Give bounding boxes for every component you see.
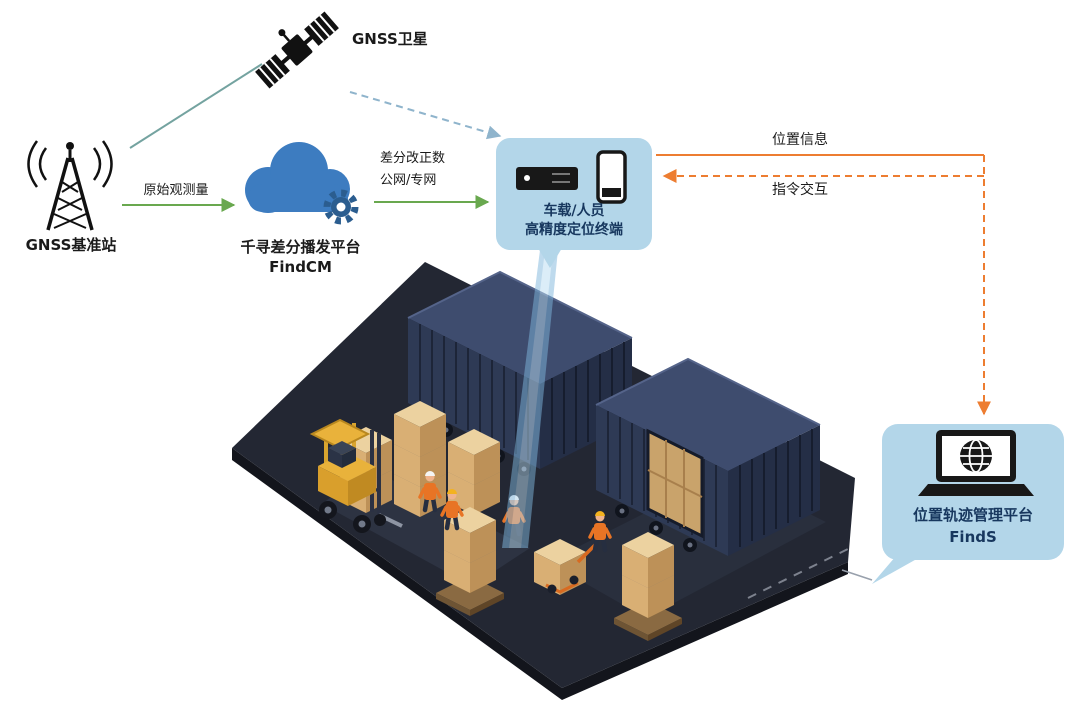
satellite-to-terminal-line (349, 91, 502, 140)
terminal-bubble (496, 138, 652, 268)
terminal-label-1: 车载/人员 (543, 203, 605, 219)
finds-pointer-line (841, 569, 873, 581)
laptop-globe-icon (918, 430, 1034, 496)
cloud-name-label: 千寻差分播发平台 (240, 238, 361, 256)
receiver-icon (516, 167, 578, 190)
cloud-icon (245, 142, 359, 225)
satellite-icon (255, 11, 339, 89)
warehouse-scene (232, 262, 855, 700)
forklift-icon (309, 418, 403, 533)
correction-label-2: 公网/专网 (380, 173, 437, 188)
gear-icon (323, 189, 359, 225)
base-station-label: GNSS基准站 (25, 236, 117, 254)
cloud-product-label: FindCM (269, 258, 332, 276)
position-info-label: 位置信息 (772, 132, 828, 148)
platform-side (232, 448, 848, 700)
terminal-label-2: 高精度定位终端 (525, 222, 623, 238)
raw-observation-label: 原始观测量 (143, 183, 209, 198)
worker (418, 471, 442, 513)
container-icon-right (595, 357, 821, 556)
positioning-beam (502, 250, 558, 548)
finds-bubble (841, 424, 1064, 584)
correction-label-1: 差分改正数 (380, 151, 446, 166)
platform-name-label: 位置轨迹管理平台 (912, 506, 1033, 524)
command-interaction-label: 指令交互 (772, 182, 828, 198)
phone-icon (596, 150, 627, 204)
pallet-jack (534, 539, 598, 595)
satellite-label: GNSS卫星 (352, 30, 428, 48)
satellite-to-base-line (129, 63, 263, 149)
platform-product-label: FindS (949, 528, 997, 546)
base-station-icon (27, 140, 113, 231)
worker (588, 511, 612, 553)
pallet-right (614, 532, 682, 641)
trailer-wheels (615, 504, 697, 552)
worker (440, 489, 464, 531)
